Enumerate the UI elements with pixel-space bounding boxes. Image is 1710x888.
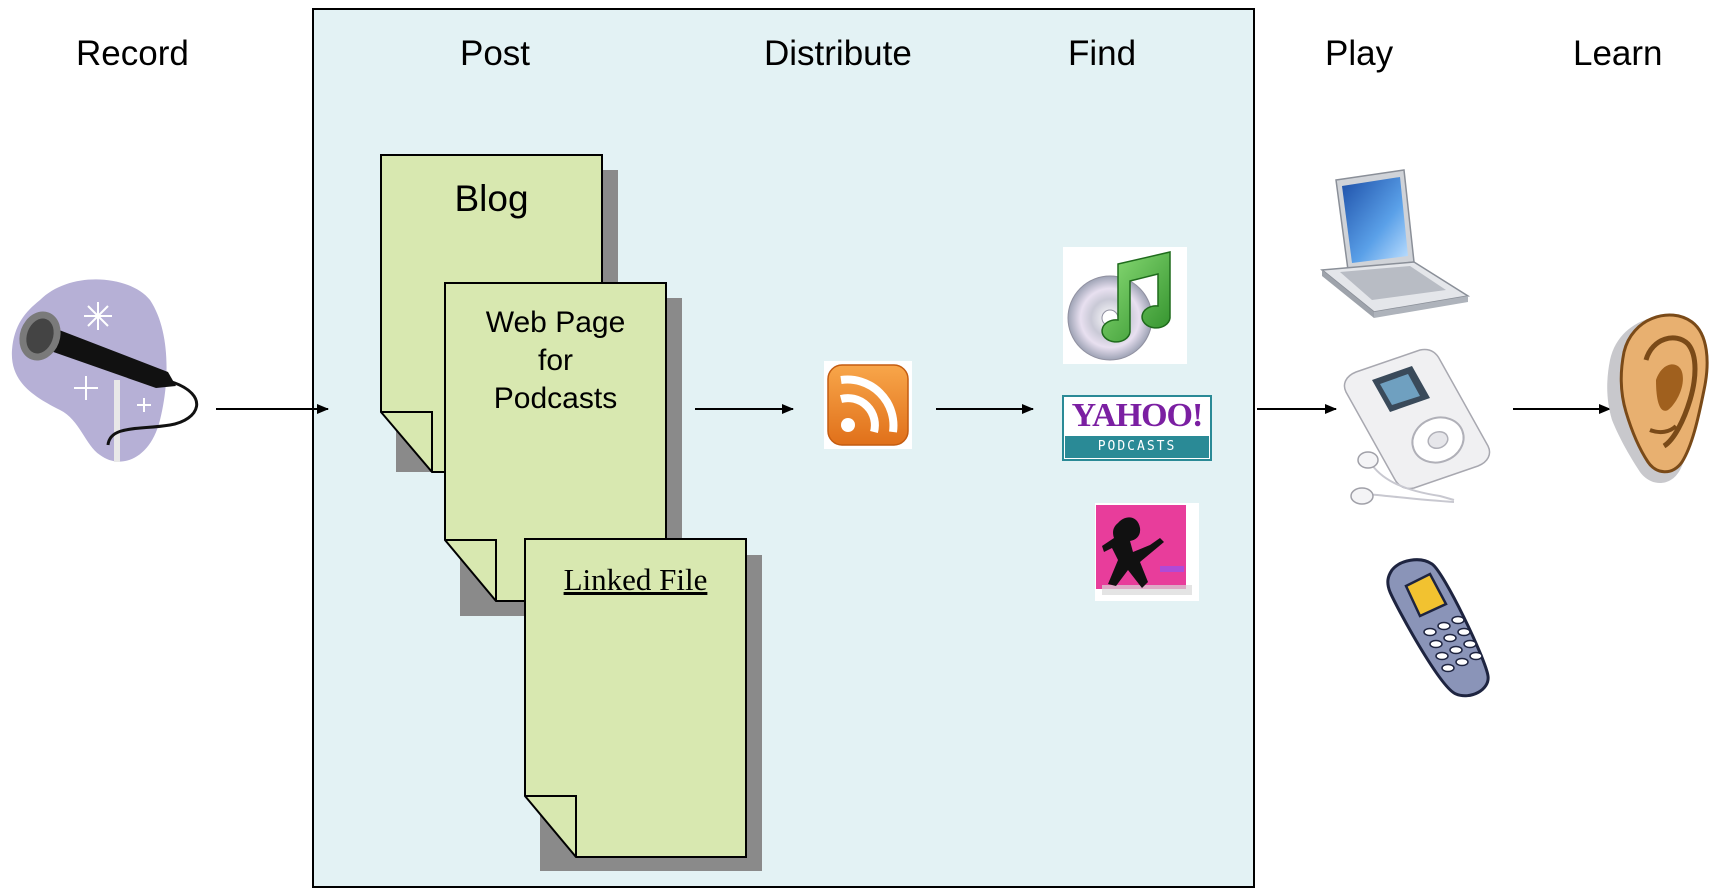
earbuds-icon: [1350, 451, 1455, 505]
linked-file-link[interactable]: Linked File: [563, 562, 708, 597]
blog-document-title: Blog: [454, 178, 529, 219]
web-page-title-line-2: for: [537, 344, 573, 377]
stage-label-play: Play: [1325, 34, 1394, 73]
web-page-title-line-3: Podcasts: [493, 382, 618, 415]
stage-label-learn: Learn: [1573, 34, 1663, 73]
web-page-document-title: Web Page for Podcasts: [445, 304, 666, 418]
mp3-player-icon: [1343, 348, 1491, 490]
stage-label-post: Post: [460, 34, 531, 73]
yahoo-podcasts-text: PODCASTS: [1097, 439, 1177, 454]
itunes-icon: [1063, 247, 1187, 364]
yahoo-podcasts-logo: [1062, 395, 1212, 461]
rss-feed-icon: [824, 361, 912, 449]
yahoo-logo-text: YAHOO!: [1071, 397, 1204, 434]
microphone-icon: [11, 279, 198, 462]
laptop-icon: [1320, 169, 1471, 318]
stage-label-find: Find: [1068, 34, 1137, 73]
ear-icon: [1607, 313, 1709, 483]
mobile-phone-icon: [1386, 558, 1490, 698]
stage-label-record: Record: [76, 34, 189, 73]
linked-file-document: [524, 538, 747, 858]
podcast-dancer-icon: [1095, 503, 1199, 601]
stage-label-distribute: Distribute: [764, 34, 912, 73]
web-page-title-line-1: Web Page: [485, 306, 626, 339]
